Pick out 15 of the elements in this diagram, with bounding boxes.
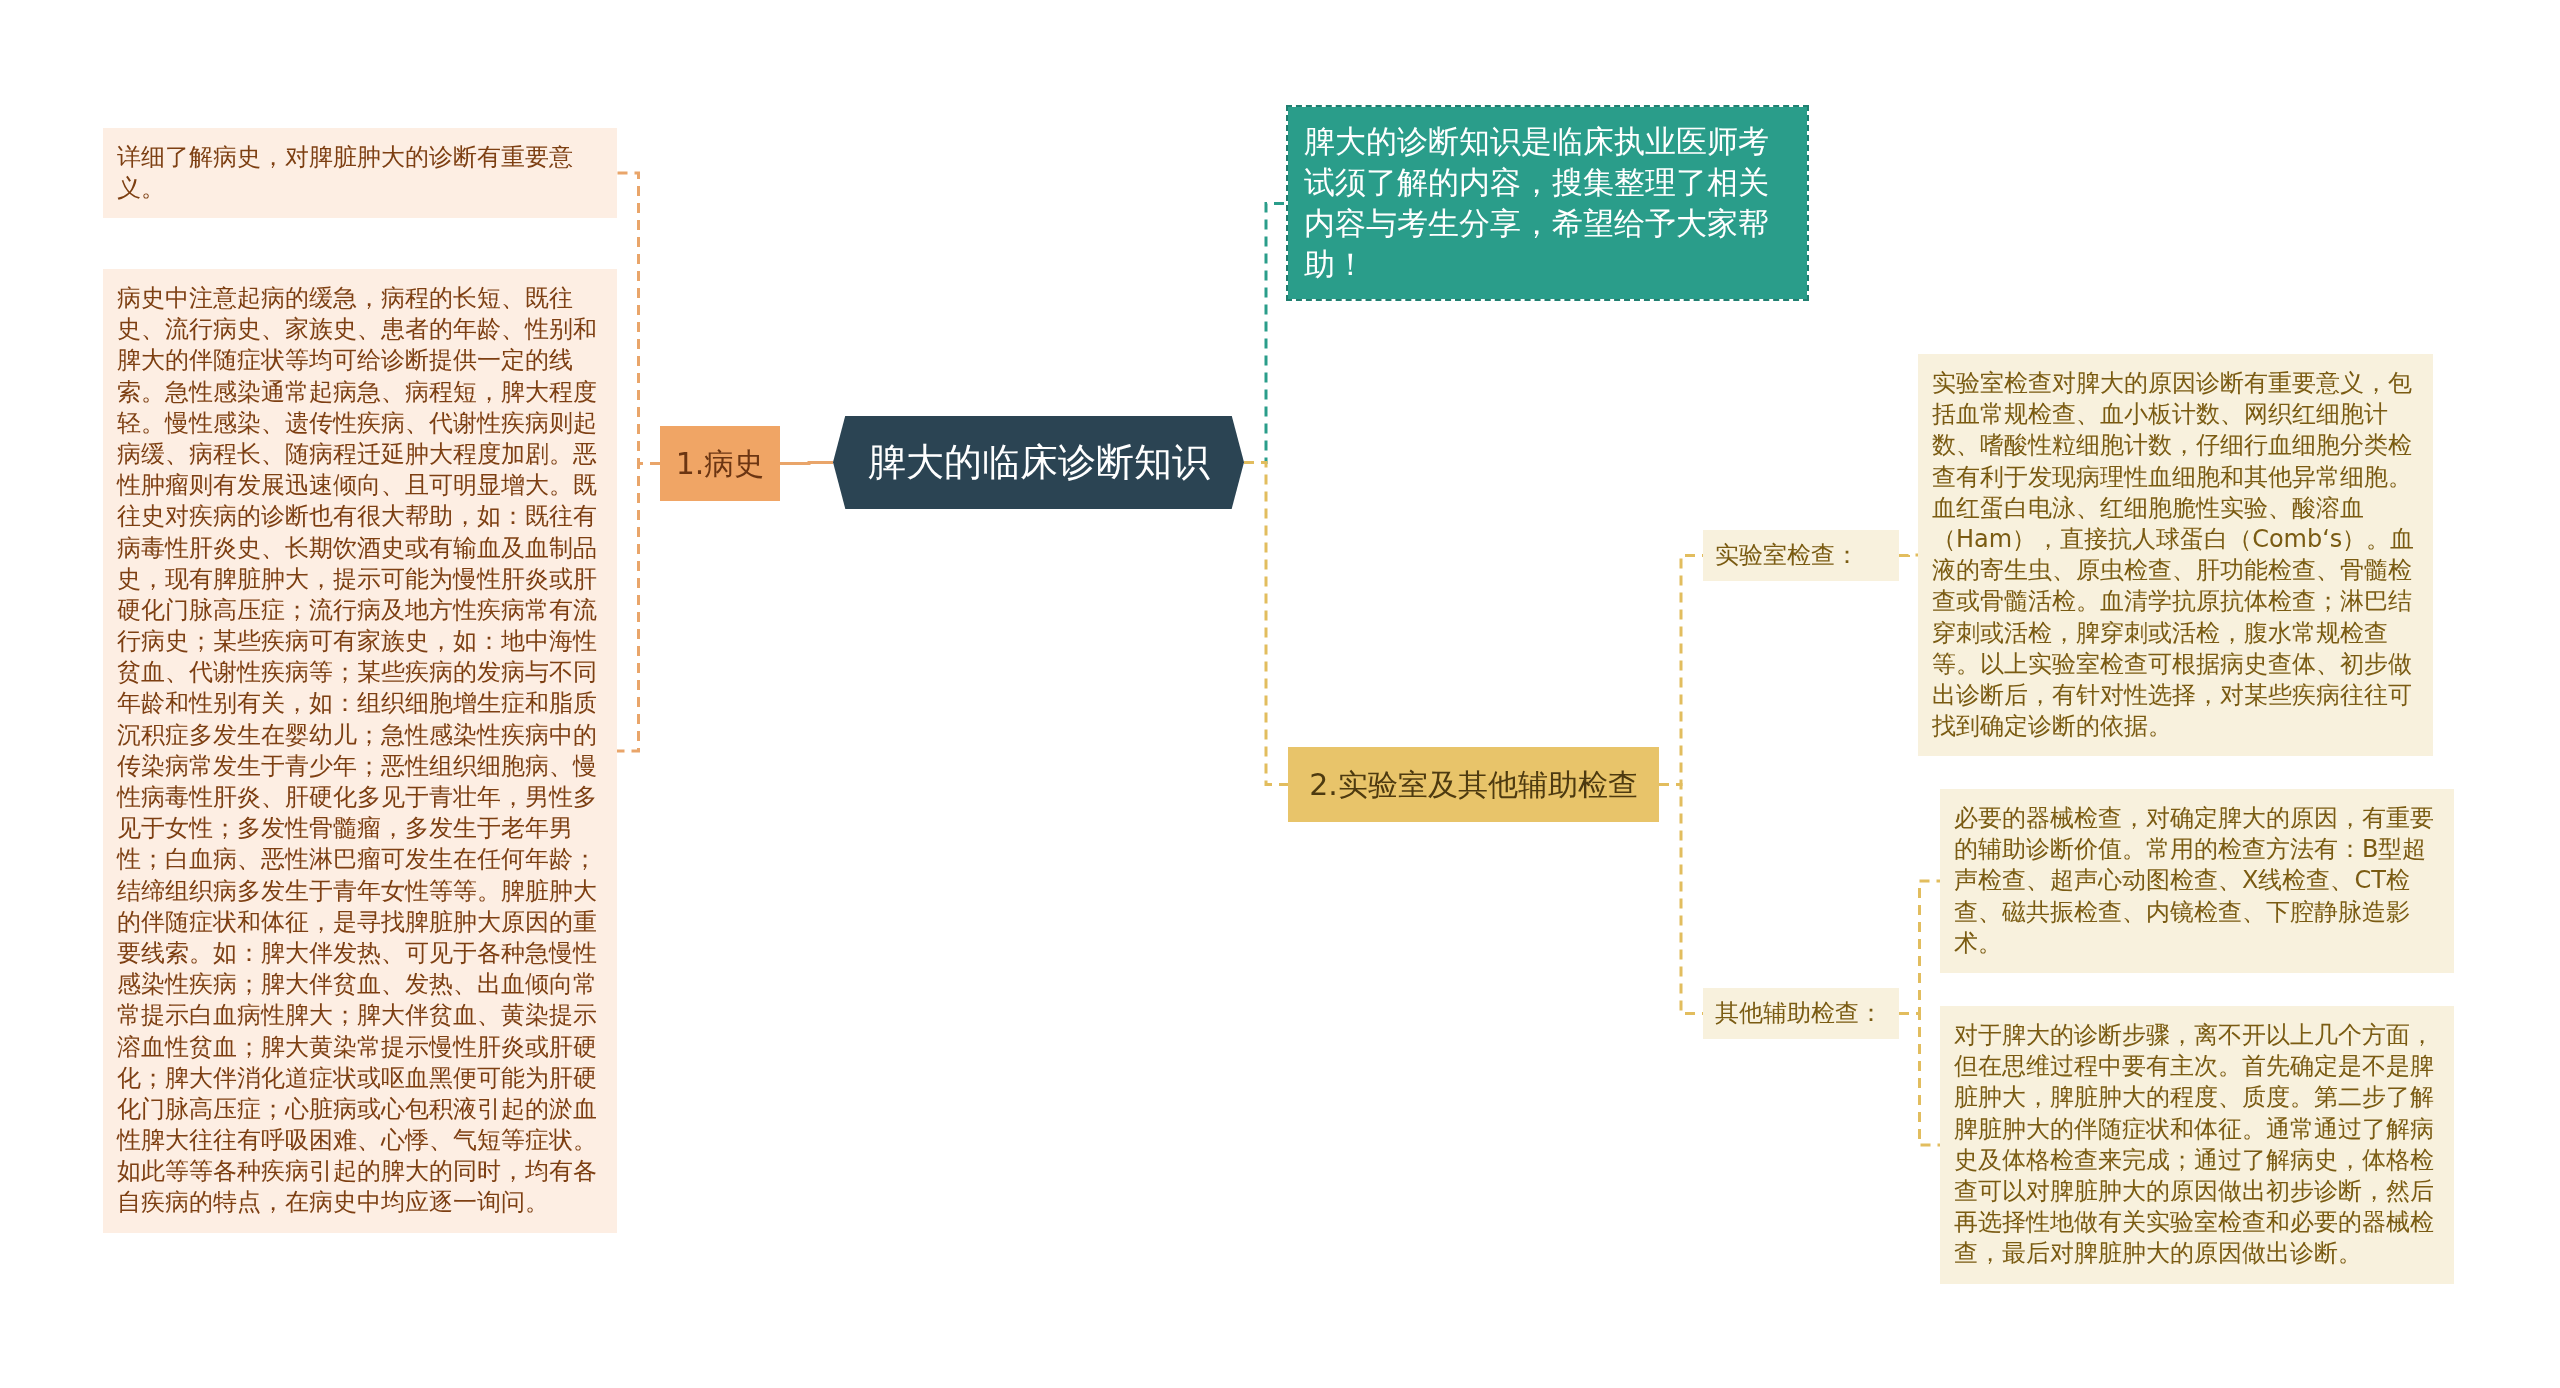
- subtopic-box: 实验室检查：: [1703, 529, 1899, 581]
- connector: [1899, 553, 1918, 557]
- subtopic-box: 其他辅助检查：: [1703, 987, 1899, 1039]
- connector: [617, 462, 660, 753]
- note-box: 必要的器械检查，对确定脾大的原因，有重要的辅助诊断价值。常用的检查方法有：B型超声检查、超声心动图检查、X线检查、CT检查、磁共振检查、内镜检查、下腔静脉造影术。: [1940, 789, 2454, 973]
- intro-box: 脾大的诊断知识是临床执业医师考试须了解的内容，搜集整理了相关内容与考生分享，希望给予大家帮助！: [1288, 106, 1807, 300]
- connector: [780, 461, 833, 465]
- connector: [1899, 1012, 1940, 1147]
- topic-box: 2.实验室及其他辅助检查: [1288, 746, 1659, 822]
- note-box: 详细了解病史，对脾脏肿大的诊断有重要意义。: [103, 128, 617, 219]
- note-box: 对于脾大的诊断步骤，离不开以上几个方面，但在思维过程中要有主次。首先确定是不是脾脏肿大，脾脏肿大的程度、质度。第二步了解脾脏肿大的伴随症状和体征。通常通过了解病史及体格检查来完成；通过了解病史，体格检查可以对脾脏肿大的原因做出初步诊断，然后再选择性地做有关实验室检查和必要的器械检查，最后对脾脏肿大的原因做出诊断。: [1940, 1006, 2454, 1284]
- connector: [1244, 461, 1288, 786]
- note-box: 实验室检查对脾大的原因诊断有重要意义，包括血常规检查、血小板计数、网织红细胞计数、嗜酸性粒细胞计数，仔细行血细胞分类检查有利于发现病理性血细胞和其他异常细胞。血红蛋白电泳、红细胞脆性实验、酸溶血（Ham），直接抗人球蛋白（Comb‘s）。血液的寄生虫、原虫检查、肝功能检查、骨髓检查或骨髓活检。血清学抗原抗体检查；淋巴结穿刺或活检，脾穿刺或活检，腹水常规检查等。以上实验室检查可根据病史查体、初步做出诊断后，有针对性选择，对某些疾病往往可找到确定诊断的依据。: [1918, 354, 2433, 757]
- topic-box: 1.病史: [660, 425, 780, 501]
- note-box: 病史中注意起病的缓急，病程的长短、既往史、流行病史、家族史、患者的年龄、性别和脾大的伴随症状等均可给诊断提供一定的线索。急性感染通常起病急、病程短，脾大程度轻。慢性感染、遗传性疾病、代谢性疾病则起病缓、病程长、随病程迁延肿大程度加剧。恶性肿瘤则有发展迅速倾向、且可明显增大。既往史对疾病的诊断也有很大帮助，如：既往有病毒性肝炎史、长期饮酒史或有输血及血制品史，现有脾脏肿大，提示可能为慢性肝炎或肝硬化门脉高压症；流行病及地方性疾病常有流行病史；某些疾病可有家族史，如：地中海性贫血、代谢性疾病等；某些疾病的发病与不同年龄和性别有关，如：组织细胞增生症和脂质沉积症多发生在婴幼儿；急性感染性疾病中的传染病常发生于青少年；恶性组织细胞病、慢性病毒性肝炎、肝硬化多见于青壮年，男性多见于女性；多发性骨髓瘤，多发生于老年男性；白血病、恶性淋巴瘤可发生在任何年龄；结缔组织病多发生于青年女性等等。脾脏肿大的伴随症状和体征，是寻找脾脏肿大原因的重要线索。如：脾大伴发热、可见于各种急慢性感染性疾病；脾大伴贫血、发热、出血倾向常常提示白血病性脾大；脾大伴贫血、黄染提示溶血性贫血；脾大黄染常提示慢性肝炎或肝硬化；脾大伴消化道症状或呕血黑便可能为肝硬化门脉高压症；心脏病或心包积液引起的淤血性脾大往往有呼吸困难、心悸、气短等症状。如此等等各种疾病引起的脾大的同时，均有各自疾病的特点，在病史中均应逐一询问。: [103, 269, 617, 1233]
